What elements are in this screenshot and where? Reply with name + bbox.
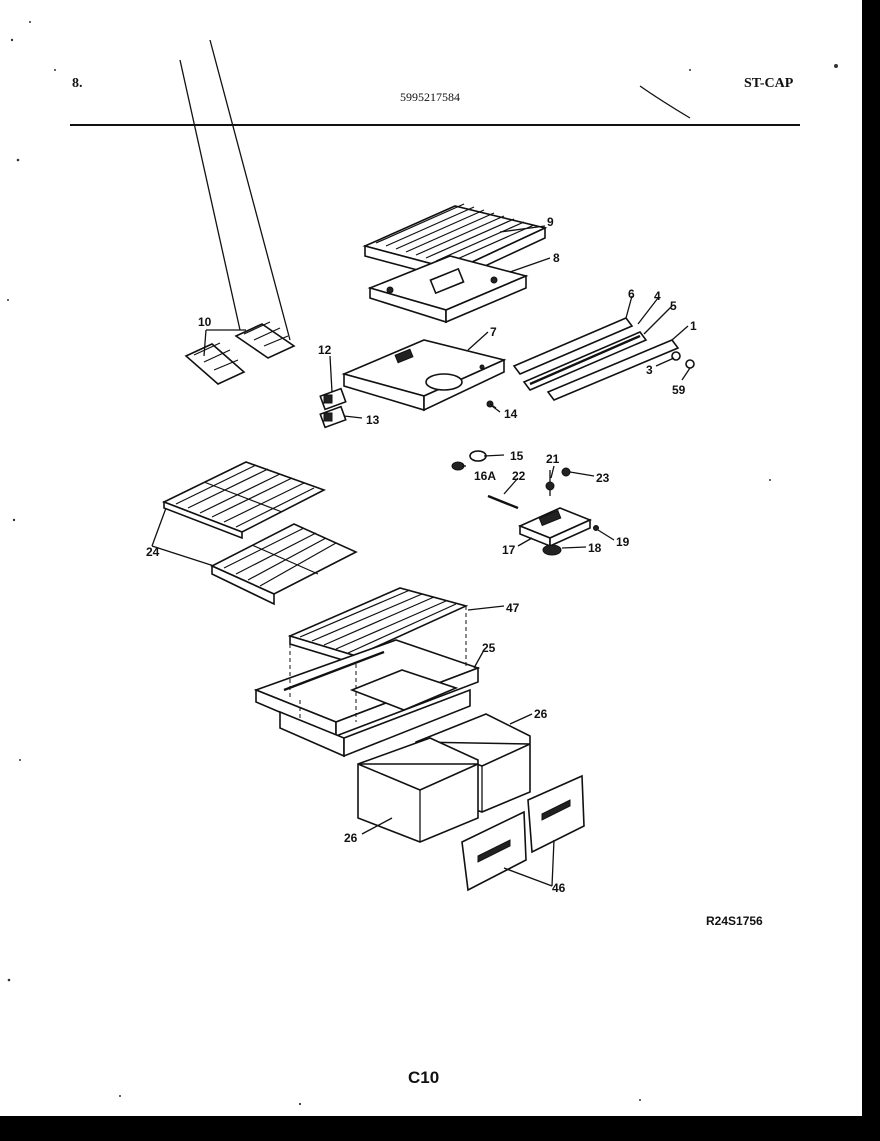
callout-19: 19 — [616, 535, 630, 549]
part-1-rod — [546, 339, 680, 401]
callout-23: 23 — [596, 471, 610, 485]
part-24-shelf-lower — [210, 523, 358, 606]
callout-12: 12 — [318, 343, 332, 357]
callout-3: 3 — [646, 363, 653, 377]
callout-25: 25 — [482, 641, 496, 655]
callout-21: 21 — [546, 452, 560, 466]
part-26-crisper-drawer-left — [357, 737, 479, 843]
part-47-grille — [287, 587, 469, 666]
callout-9: 9 — [547, 215, 554, 229]
callout-7: 7 — [490, 325, 497, 339]
part-23-screw — [561, 467, 571, 477]
part-59-clip — [685, 359, 695, 369]
part-21-pin — [545, 470, 555, 496]
callout-4: 4 — [654, 289, 661, 303]
parts-diagram-sheet: 8. 5995217584 ST-CAP — [0, 0, 862, 1116]
part-24-shelf-upper — [161, 461, 327, 540]
part-46-drawer-front-right — [527, 774, 585, 854]
callout-47: 47 — [506, 601, 520, 615]
callout-8: 8 — [553, 251, 560, 265]
part-17-housing — [517, 507, 593, 548]
exploded-parts-view: 9 8 6 4 5 7 1 3 59 10 12 13 14 15 16A 22… — [7, 21, 838, 1106]
callout-14: 14 — [504, 407, 518, 421]
callout-59: 59 — [672, 383, 686, 397]
callout-24: 24 — [146, 545, 160, 559]
callout-labels: 9 8 6 4 5 7 1 3 59 10 12 13 14 15 16A 22… — [146, 215, 697, 895]
callout-46: 46 — [552, 881, 566, 895]
part-5-rail — [522, 331, 648, 391]
callout-26-left: 26 — [344, 831, 358, 845]
callout-26-right: 26 — [534, 707, 548, 721]
callout-6: 6 — [628, 287, 635, 301]
part-25-crisper-cover — [253, 606, 481, 738]
callout-17: 17 — [502, 543, 516, 557]
callout-15: 15 — [510, 449, 524, 463]
part-19-screw — [593, 525, 599, 531]
callout-13: 13 — [366, 413, 380, 427]
callout-16a: 16A — [474, 469, 496, 483]
part-18-dial — [542, 544, 562, 556]
part-13-knob — [319, 405, 347, 429]
model-number: 5995217584 — [400, 90, 460, 104]
part-14-screw — [486, 400, 497, 409]
header-rule — [70, 124, 800, 126]
part-8-tray — [367, 255, 529, 324]
page-number: C10 — [408, 1068, 440, 1087]
part-15-bulb — [469, 450, 487, 462]
model-code: ST-CAP — [744, 76, 794, 91]
part-22-shaft — [487, 494, 519, 510]
part-6-rail — [512, 317, 634, 375]
callout-22: 22 — [512, 469, 526, 483]
callout-18: 18 — [588, 541, 602, 555]
section-number: 8. — [72, 76, 83, 91]
part-10-small-grille-a — [234, 321, 296, 359]
diagram-reference-code: R24S1756 — [706, 914, 763, 928]
callout-10: 10 — [198, 315, 212, 329]
callout-5: 5 — [670, 299, 677, 313]
callout-leaders — [151, 225, 691, 887]
crisper-support-frame — [279, 688, 471, 758]
part-46-drawer-front-left — [461, 810, 527, 892]
callout-1: 1 — [690, 319, 697, 333]
part-10-small-grille-b — [184, 342, 246, 385]
part-7-cover — [341, 339, 507, 412]
scan-noise — [7, 21, 838, 1106]
part-12-knob — [319, 387, 347, 411]
